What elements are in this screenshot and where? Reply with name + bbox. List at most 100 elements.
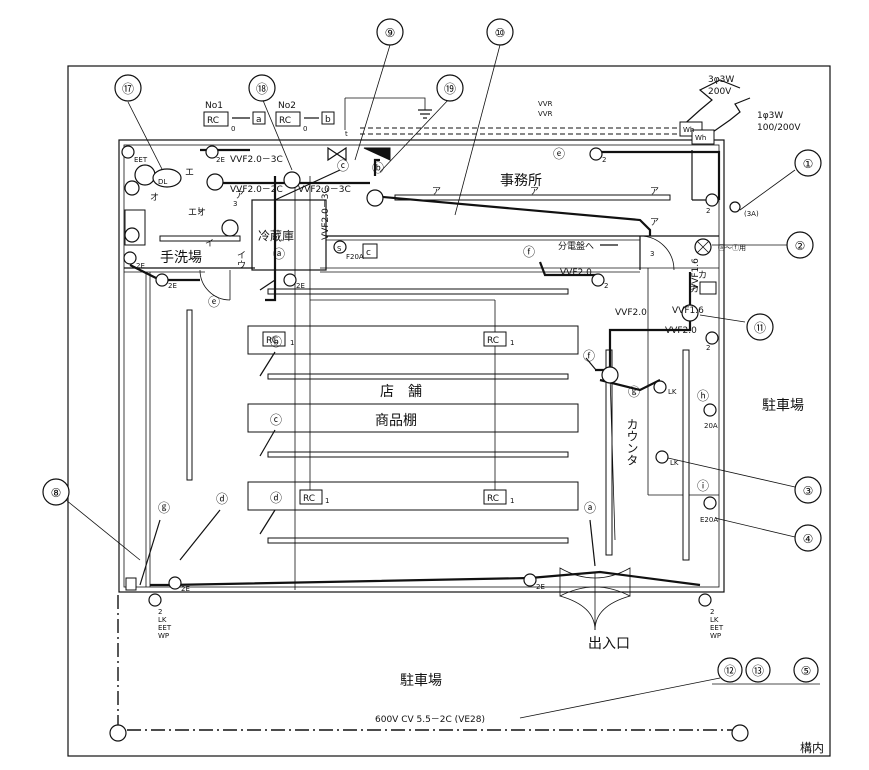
mark-2-f: 2 [604,282,608,290]
kana-ka-1: カ [698,270,707,281]
wh2-label: Wh [695,134,706,142]
callout-8-label: ⑧ [51,486,62,500]
outlet-i [703,496,717,510]
callout-9 [376,18,404,46]
entrance-door-right [594,595,631,631]
mark-rc-sub-4: 1 [510,497,514,505]
kana-i: イ [205,239,214,249]
arrow-c [274,169,341,201]
outlet-ext-right [698,593,712,607]
letter-i: ⓘ [697,479,709,493]
premises-label: 構内 [800,741,824,755]
letter-a-bottom: ⓐ [584,501,596,515]
ka-device [699,281,717,295]
mark-f20a: F20A [346,253,364,261]
letter-b-store: ⓑ [270,335,282,349]
vvr-label-1: VVR [538,100,553,108]
shelf-1 [247,325,579,355]
leader-11 [699,314,746,323]
ext-left-eet: EET [158,624,172,632]
rc-box-no2 [275,111,301,127]
washroom-light [159,235,241,242]
mark-3-office: 3 [650,250,654,258]
cable-vvf20-f: VVF2.0 [560,268,592,278]
rc-a-box [252,111,266,125]
counter-right [682,349,690,561]
leader-5 [519,677,721,719]
rc-box-no1 [203,111,229,127]
letter-f-office: ⓕ [523,245,535,259]
callout-8 [42,478,70,506]
rc-shelf-1l-text: RC [266,336,278,346]
outlet-bottom-left [168,576,182,590]
wire-office-top [600,150,721,200]
ext-left-wp: WP [158,632,169,640]
mark-2e-top: 2E [216,156,225,164]
wire-f [538,261,600,277]
kana-e: エ [185,168,194,178]
mark-rc-sub-3: 1 [325,497,329,505]
rc-sub0-2: 0 [303,125,307,133]
office-door-swing [639,235,675,271]
outlet-lk [655,450,669,464]
letter-e-wash: ⓔ [208,295,220,309]
letter-d-left: ⓓ [216,492,228,506]
leader-3 [667,457,796,488]
room-entrance: 出入口 [588,636,630,652]
callout-4 [794,524,822,552]
callout-19-label: ⑲ [444,82,456,96]
mark-l: L [198,206,202,214]
callout-9-label: ⑨ [385,26,396,40]
wire-b-up [373,158,380,176]
mark-s: S [337,245,342,253]
callout-3-label: ③ [803,484,814,498]
callout-17-label: ⑰ [122,82,134,96]
entrance-door-left [559,595,596,631]
room-fridge: 冷蔵庫 [258,229,294,243]
mark-lk-3: LK [670,459,679,467]
leader-9 [354,44,391,161]
leader-4 [714,517,796,538]
junction-box-18 [283,171,301,189]
mark-eet: EET [134,156,148,164]
switch-s-icon [333,240,347,254]
letter-h: ⓗ [697,389,709,403]
kana-u: ウ [237,260,246,271]
cable-vvf20-b: VVF2.0 [665,326,697,336]
light-row-1 [267,288,569,295]
mark-dl: DL [158,178,167,186]
junction-box-wash [221,219,239,237]
callout-4-label: ④ [803,532,814,546]
leader-18 [261,97,293,171]
wire-fridge-a [265,176,277,302]
handhole-left [109,724,127,742]
outlet-eet [121,145,135,159]
cable-vvf16-v: VVF1.6 [691,258,701,290]
supply-1p-label: 1φ3W [757,111,783,121]
ext-right-2: 2 [710,608,714,616]
rc-shelf-1r [483,331,507,347]
mark-rc-sub-1: 1 [290,339,294,347]
mark-20a: 20A [704,422,718,430]
ext-right-lk: LK [710,616,719,624]
arrow-d-left [179,509,221,561]
kana-o: オ [150,192,159,203]
arrow-a-bottom [589,519,596,567]
kana-eo: エオ [188,207,206,218]
mark-t: t [345,130,348,138]
callout-12-label: ⑫ [724,664,736,678]
wire-office-main [371,194,652,236]
wire-counter-vert [609,374,616,541]
outlet-bottom-mid [523,573,537,587]
rc-shelf-3l-text: RC [303,494,315,504]
rc-1-text: RC [207,116,219,126]
arrow-a-fridge [259,279,276,291]
downlight-icon [152,168,182,188]
mark-range: ⓐ～ⓕ用 [718,244,746,252]
rc-sub0-1: 0 [231,125,235,133]
mark-2e-fridge: 2E [296,282,305,290]
breaker-3a [729,201,741,213]
callout-1 [794,149,822,177]
light-row-2 [267,373,569,380]
